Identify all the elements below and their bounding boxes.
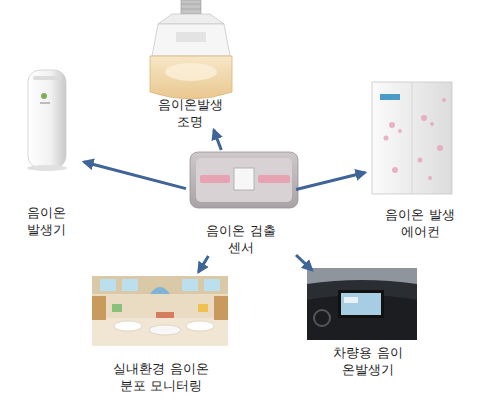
car-photo (307, 268, 417, 340)
device-node: 실내환경 음이온 분포 모니터링 (88, 272, 234, 394)
node-label: 음이온발생 조명 (152, 96, 228, 130)
connector-arrow (84, 162, 186, 189)
node-label: 음이온 발생기 (16, 204, 76, 238)
device-node: 차량용 음이 온발생기 (312, 268, 424, 378)
sensor-illustration (190, 152, 298, 208)
aircon-illustration (372, 82, 452, 194)
classroom-photo (92, 276, 228, 346)
bulb-illustration (150, 0, 232, 99)
device-node: 음이온 검출 센서 (186, 150, 296, 256)
connector-arrow (199, 256, 209, 272)
device-node: 음이온발생 조명 (140, 2, 240, 130)
connector-arrow (296, 255, 312, 270)
connector-arrow (296, 173, 365, 190)
node-label: 음이온 발생 에어컨 (374, 206, 466, 240)
connector-arrow (214, 130, 221, 150)
purifier-illustration (27, 70, 67, 171)
node-label: 실내환경 음이온 분포 모니터링 (105, 360, 217, 394)
device-node: 음이온 발생기 (8, 66, 84, 238)
node-label: 음이온 검출 센서 (195, 222, 287, 256)
node-label: 차량용 음이 온발생기 (330, 344, 406, 378)
device-node: 음이온 발생 에어컨 (365, 78, 475, 240)
